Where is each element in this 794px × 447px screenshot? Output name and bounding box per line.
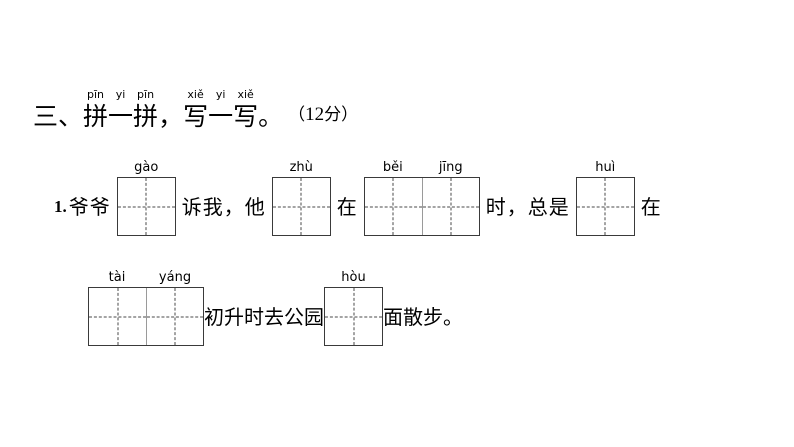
tianzige[interactable] bbox=[88, 287, 204, 346]
grid-pinyin-row: huì bbox=[576, 160, 635, 177]
ruby-pinyin: yi bbox=[215, 88, 226, 101]
sentence-fragment: 初升时去公园 bbox=[204, 305, 324, 329]
ruby-han: 写 bbox=[233, 102, 259, 131]
section-comma: ， bbox=[158, 102, 184, 131]
grid-pinyin-row: zhù bbox=[272, 160, 331, 177]
ruby-pinyin: pīn bbox=[137, 88, 155, 101]
tianzige-cell[interactable] bbox=[421, 178, 479, 235]
tianzige[interactable] bbox=[363, 177, 480, 236]
tianzige[interactable] bbox=[116, 177, 176, 236]
ruby-pinyin: xiě bbox=[237, 88, 254, 101]
ruby-han: 拼 bbox=[133, 102, 159, 131]
grid-pinyin-label: běi bbox=[382, 160, 403, 175]
tianzige-cell[interactable] bbox=[577, 178, 634, 235]
sentence-fragment: 爷爷 bbox=[68, 195, 111, 219]
grid-pinyin-label: yáng bbox=[158, 270, 192, 285]
grid-pinyin-row: gào bbox=[117, 160, 176, 177]
tianzige-cell[interactable] bbox=[89, 288, 146, 345]
ruby-pinyin: pīn bbox=[87, 88, 105, 101]
question-number: 1. bbox=[54, 197, 67, 216]
grid-box-zhu[interactable]: zhù bbox=[271, 160, 331, 236]
ruby-han: 拼 bbox=[83, 102, 109, 131]
score-number: 12 bbox=[305, 104, 325, 125]
question-row-2: tài yáng 初升时去公园 hòu 面散步。 bbox=[88, 270, 463, 346]
sentence-fragment: 在 bbox=[336, 195, 358, 219]
sentence-fragment: 在 bbox=[640, 195, 662, 219]
ruby-group-pinyipin: pīn 拼 yi 一 pīn 拼 bbox=[83, 88, 158, 131]
grid-pinyin-row: hòu bbox=[324, 270, 383, 287]
ruby-unit: yi 一 bbox=[108, 88, 133, 131]
tianzige[interactable] bbox=[271, 177, 331, 236]
grid-box-gao[interactable]: gào bbox=[116, 160, 176, 236]
tianzige-cell[interactable] bbox=[365, 178, 422, 235]
ruby-han: 写 bbox=[183, 102, 209, 131]
tianzige-cell[interactable] bbox=[273, 178, 330, 235]
ruby-pinyin: xiě bbox=[187, 88, 204, 101]
sentence-fragment: 时，总是 bbox=[485, 195, 570, 219]
ruby-unit: xiě 写 bbox=[233, 88, 258, 131]
ruby-unit: pīn 拼 bbox=[83, 88, 108, 131]
ruby-han: 一 bbox=[208, 102, 234, 131]
section-index: 三、 bbox=[33, 102, 84, 131]
grid-pinyin-label: huì bbox=[595, 160, 616, 175]
ruby-pinyin: yi bbox=[115, 88, 126, 101]
score-unit: 分 bbox=[324, 105, 342, 125]
grid-box-hui[interactable]: huì bbox=[575, 160, 635, 236]
grid-pinyin-label: zhù bbox=[289, 160, 313, 175]
tianzige-cell[interactable] bbox=[146, 288, 203, 345]
grid-pinyin-label: tài bbox=[108, 270, 126, 285]
section-period: 。 bbox=[258, 102, 284, 131]
grid-pinyin-row: tài yáng bbox=[88, 270, 204, 287]
section-heading: 三、 pīn 拼 yi 一 pīn 拼 ， xiě 写 yi 一 bbox=[33, 88, 358, 131]
sentence-fragment: 面散步。 bbox=[383, 305, 463, 329]
sentence-fragment: 诉我，他 bbox=[181, 195, 266, 219]
grid-pinyin-row: běi jīng bbox=[364, 160, 480, 177]
grid-pinyin-label: gào bbox=[134, 160, 159, 175]
ruby-unit: pīn 拼 bbox=[133, 88, 158, 131]
ruby-han: 一 bbox=[108, 102, 134, 131]
score-paren-open: （ bbox=[288, 105, 306, 125]
question-row-1: 1. 爷爷 gào 诉我，他 zhù 在 běi jīng bbox=[54, 160, 662, 236]
tianzige-cell[interactable] bbox=[118, 178, 175, 235]
tianzige[interactable] bbox=[575, 177, 635, 236]
ruby-unit: yi 一 bbox=[208, 88, 233, 131]
section-score: （12分） bbox=[283, 100, 358, 131]
ruby-unit: xiě 写 bbox=[183, 88, 208, 131]
grid-box-beijing[interactable]: běi jīng bbox=[363, 160, 480, 236]
ruby-group-xieyixie: xiě 写 yi 一 xiě 写 bbox=[183, 88, 258, 131]
grid-pinyin-label: jīng bbox=[438, 160, 463, 175]
grid-box-taiyang[interactable]: tài yáng bbox=[88, 270, 204, 346]
grid-pinyin-label: hòu bbox=[341, 270, 366, 285]
tianzige[interactable] bbox=[324, 287, 383, 346]
score-paren-close: ） bbox=[341, 105, 359, 125]
grid-box-hou[interactable]: hòu bbox=[324, 270, 383, 346]
tianzige-cell[interactable] bbox=[325, 288, 382, 345]
